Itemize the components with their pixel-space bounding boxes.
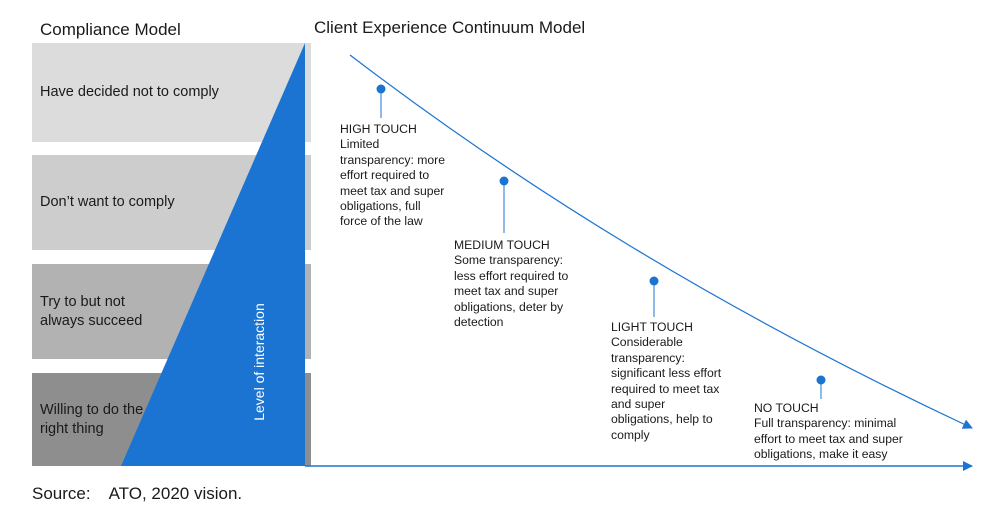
continuum-curve [349, 54, 973, 429]
band-label-decided-not-to-comply: Have decided not to comply [40, 84, 219, 100]
band-label-willing-to-comply: Willing to do the right thing [40, 402, 144, 437]
continuum-title: Client Experience Continuum Model [314, 18, 586, 37]
source-line: Source: ATO, 2020 vision. [32, 484, 242, 504]
band-label-dont-want-to-comply: Don’t want to comply [40, 194, 175, 210]
stage-medium-touch-description: Some transparency: less effort required … [454, 253, 569, 330]
stage-light-touch-description: Considerable transparency: significant l… [611, 335, 722, 442]
band-label-try-but-not-succeed: Try to but not always succeed [40, 294, 143, 329]
no-touch-marker [816, 375, 826, 385]
light-touch-marker [649, 276, 659, 286]
stage-medium-touch: MEDIUM TOUCH Some transparency: less eff… [454, 238, 604, 330]
source-label: Source: [32, 484, 91, 503]
high-touch-marker [376, 84, 386, 94]
source-text: ATO, 2020 vision. [108, 484, 243, 503]
stage-no-touch-title: NO TOUCH [754, 401, 819, 415]
stage-light-touch: LIGHT TOUCH Considerable transparency: s… [611, 320, 761, 443]
stage-high-touch-description: Limited transparency: more effort requir… [340, 137, 445, 229]
compliance-model-title: Compliance Model [40, 20, 181, 39]
medium-touch-marker [499, 176, 509, 186]
interaction-wedge [121, 43, 305, 466]
stage-light-touch-title: LIGHT TOUCH [611, 320, 693, 334]
band-decided-not-to-comply [32, 43, 311, 142]
wedge-label: Level of interaction [251, 303, 267, 421]
stage-no-touch-description: Full transparency: minimal effort to mee… [754, 416, 903, 462]
stage-high-touch-title: HIGH TOUCH [340, 122, 417, 136]
stage-no-touch: NO TOUCH Full transparency: minimal effo… [754, 401, 944, 463]
stage-medium-touch-title: MEDIUM TOUCH [454, 238, 550, 252]
stage-high-touch: HIGH TOUCH Limited transparency: more ef… [340, 122, 480, 230]
